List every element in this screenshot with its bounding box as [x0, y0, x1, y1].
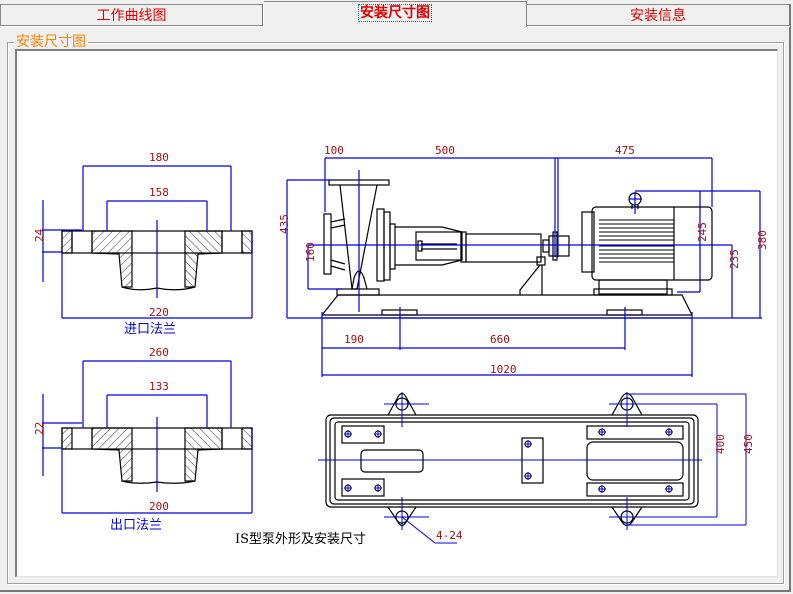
outlet-outer-diameter-label: 200: [149, 500, 169, 513]
tab-work-curve[interactable]: 工作曲线图: [0, 4, 264, 26]
dim-475-label: 475: [615, 144, 635, 157]
tab-label: 工作曲线图: [96, 8, 167, 24]
tab-install-dimensions[interactable]: 安装尺寸图: [263, 1, 527, 27]
inlet-dimension-lines: [42, 165, 253, 319]
bolt-holes-label: 4-24: [436, 529, 463, 542]
side-dimension-lines: [286, 157, 762, 377]
outlet-raised-face-label: 133: [149, 380, 169, 393]
group-box: [7, 42, 784, 584]
tab-label: 安装信息: [630, 8, 686, 24]
outlet-flange-drawing: 260 133 200 22 出口法兰: [33, 346, 253, 533]
drawing-title: IS型泵外形及安装尺寸: [235, 532, 366, 547]
dim-235-label: 235: [728, 249, 741, 269]
inlet-flange-drawing: 180 158 220 24 进口法兰: [33, 151, 253, 337]
installation-drawing: 180 158 220 24 进口法兰 260 133 200 22 出口法兰: [33, 144, 769, 547]
dim-160-label: 160: [304, 242, 317, 262]
dim-1020-label: 1020: [490, 363, 517, 376]
outlet-thickness-label: 22: [33, 422, 46, 435]
dim-400-label: 400: [714, 434, 727, 454]
drawing-canvas: 180 158 220 24 进口法兰 260 133 200 22 出口法兰: [15, 49, 778, 577]
outlet-flange-caption: 出口法兰: [110, 518, 162, 533]
dim-245-label: 245: [696, 222, 709, 242]
top-dimension-lines: [318, 392, 747, 544]
inlet-outer-diameter-label: 220: [149, 306, 169, 319]
dim-500-label: 500: [435, 144, 455, 157]
inlet-bolt-circle-label: 180: [149, 151, 169, 164]
pump-side-view: 100 500 475 435 160 245 235 380 190 660 …: [278, 144, 769, 377]
dim-435-label: 435: [278, 214, 291, 234]
inlet-flange-caption: 进口法兰: [124, 322, 176, 337]
inlet-raised-face-label: 158: [149, 186, 169, 199]
pump-top-view: 400 450 4-24: [318, 392, 755, 544]
outlet-bolt-circle-label: 260: [149, 346, 169, 359]
outlet-dimension-lines: [42, 360, 253, 514]
dim-660-label: 660: [490, 333, 510, 346]
dim-190-label: 190: [344, 333, 364, 346]
dim-380-label: 380: [756, 230, 769, 250]
inlet-thickness-label: 24: [33, 228, 46, 242]
tab-install-info[interactable]: 安装信息: [526, 4, 791, 26]
group-title: 安装尺寸图: [14, 33, 88, 51]
dim-100-label: 100: [324, 144, 344, 157]
tab-label: 安装尺寸图: [358, 4, 432, 22]
dim-450-label: 450: [742, 434, 755, 454]
